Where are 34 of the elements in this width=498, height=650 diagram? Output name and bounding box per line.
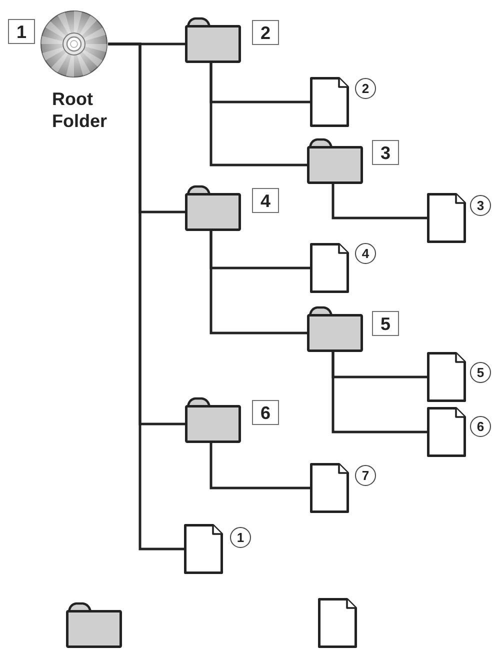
file-number-label: 7 [355,465,376,486]
folder-icon [185,397,241,443]
folder-icon [185,17,241,63]
folder-number-label: 1 [8,19,35,44]
file-icon [310,77,349,127]
connector-line [210,62,307,166]
file-icon [310,243,349,293]
folder-icon [307,306,363,352]
connector-line [210,230,307,334]
folder-icon [307,138,363,184]
file-number-label: 1 [230,527,251,548]
file-number-label: 2 [355,78,376,99]
file-icon [184,524,223,574]
connector-line [332,183,427,220]
file-icon [310,463,349,513]
file-icon [427,352,466,402]
file-number-label: 5 [470,362,491,383]
folder-number-label: 6 [252,400,279,425]
file-icon [318,598,357,648]
folder-icon [185,185,241,231]
file-icon [427,407,466,457]
file-number-label: 3 [470,195,491,216]
connector-line [108,42,184,550]
connector-line [332,351,427,434]
folder-icon [66,602,122,648]
file-number-label: 6 [470,416,491,437]
folder-number-label: 3 [372,140,399,165]
file-number-label: 4 [355,243,376,264]
folder-number-label: 5 [372,311,399,336]
folder-number-label: 2 [252,20,279,45]
connector-line [210,442,310,490]
folder-number-label: 4 [252,188,279,213]
folder-label: Root Folder [52,88,108,132]
file-icon [427,193,466,243]
